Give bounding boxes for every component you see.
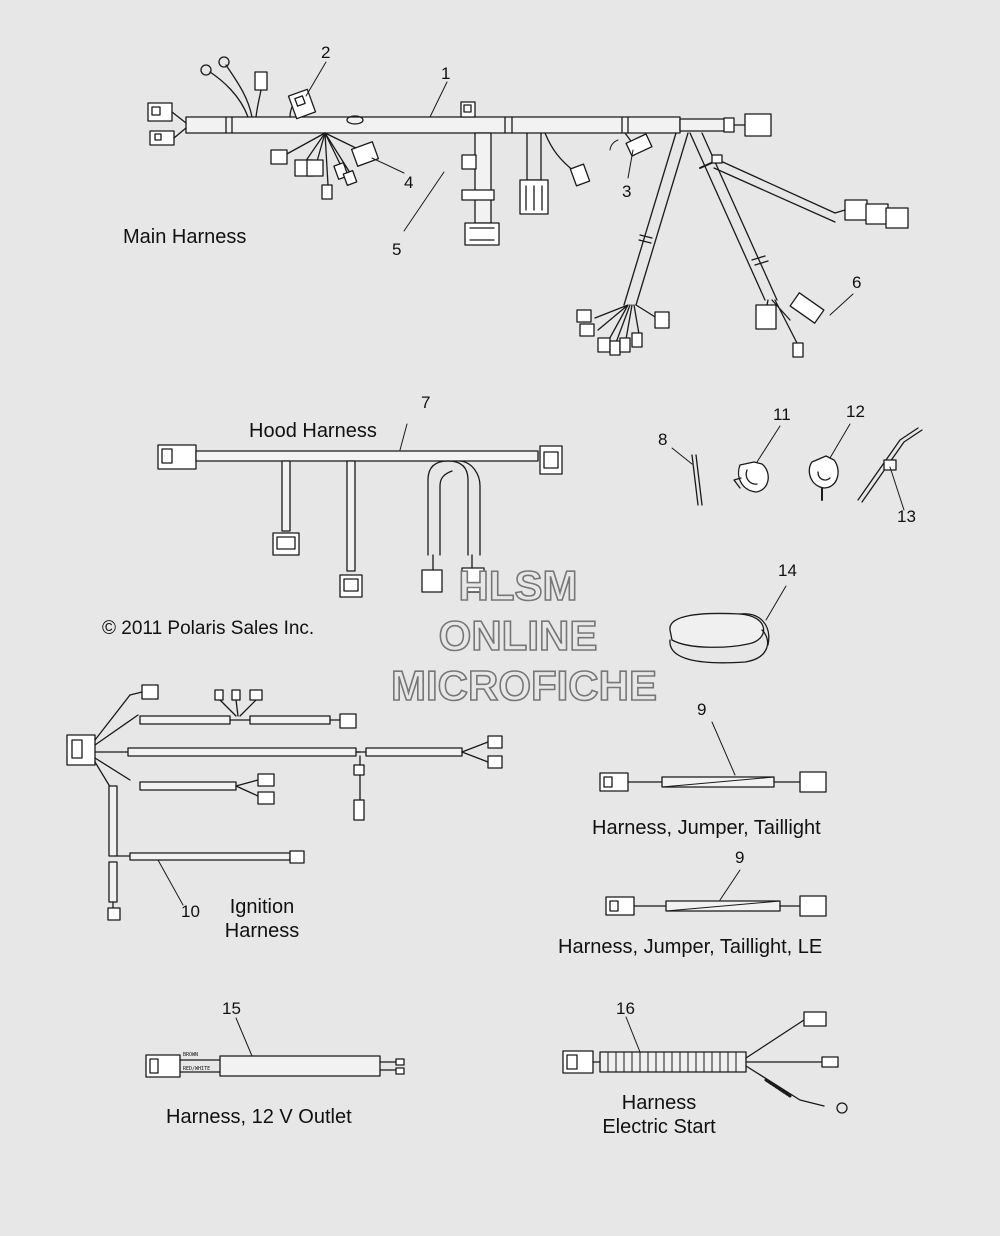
callout-9a: 9	[697, 700, 707, 719]
main-callout-leaders	[305, 61, 854, 316]
ignition-label-line1: Ignition	[229, 896, 295, 918]
conduit-sleeve-14	[669, 585, 787, 664]
callout-3: 3	[622, 182, 632, 201]
ignition-label-line2: Harness	[224, 920, 300, 942]
watermark-line3: MICROFICHE	[390, 661, 658, 710]
estart-label-line1: Harness	[621, 1092, 697, 1114]
callout-10: 10	[181, 902, 200, 921]
callout-11: 11	[773, 405, 791, 424]
clips-and-ties	[671, 423, 923, 511]
callout-4: 4	[404, 173, 414, 192]
copyright-notice: © 2011 Polaris Sales Inc.	[102, 618, 315, 639]
wire-tag-red-white: RED/WHITE	[183, 1066, 211, 1072]
outlet-harness-drawing	[145, 1017, 405, 1078]
estart-harness-label: Harness Electric Start	[602, 1091, 715, 1139]
estart-label-line2: Electric Start	[602, 1116, 716, 1138]
taillight-jumper-drawing	[599, 721, 827, 793]
hood-harness-drawing	[157, 423, 563, 598]
callout-7: 7	[421, 393, 431, 412]
wire-tag-brown: BROWN	[183, 1052, 199, 1058]
callout-2: 2	[321, 43, 331, 62]
callout-6: 6	[852, 273, 862, 292]
main-harness-label: Main Harness	[123, 226, 247, 248]
callout-16: 16	[616, 999, 635, 1018]
taillight-jumper-label: Harness, Jumper, Taillight	[592, 817, 821, 839]
estart-harness-drawing	[562, 1011, 848, 1114]
watermark-line1: HLSM	[458, 561, 579, 610]
outlet-harness-label: Harness, 12 V Outlet	[166, 1106, 352, 1128]
callout-15: 15	[222, 999, 241, 1018]
callout-14: 14	[778, 561, 797, 580]
watermark-line2: ONLINE	[438, 611, 598, 660]
callout-13: 13	[897, 507, 916, 526]
taillight-le-jumper-label: Harness, Jumper, Taillight, LE	[558, 936, 823, 958]
hood-harness-label: Hood Harness	[249, 420, 377, 442]
callout-5: 5	[392, 240, 402, 259]
ignition-harness-label: Ignition Harness	[225, 895, 299, 943]
ignition-harness-drawing	[66, 684, 503, 921]
callout-9b: 9	[735, 848, 745, 867]
callout-1: 1	[441, 64, 451, 83]
callout-12: 12	[846, 402, 865, 421]
callout-8: 8	[658, 430, 668, 449]
main-harness-drawing	[147, 56, 909, 358]
taillight-le-jumper-drawing	[605, 869, 827, 917]
